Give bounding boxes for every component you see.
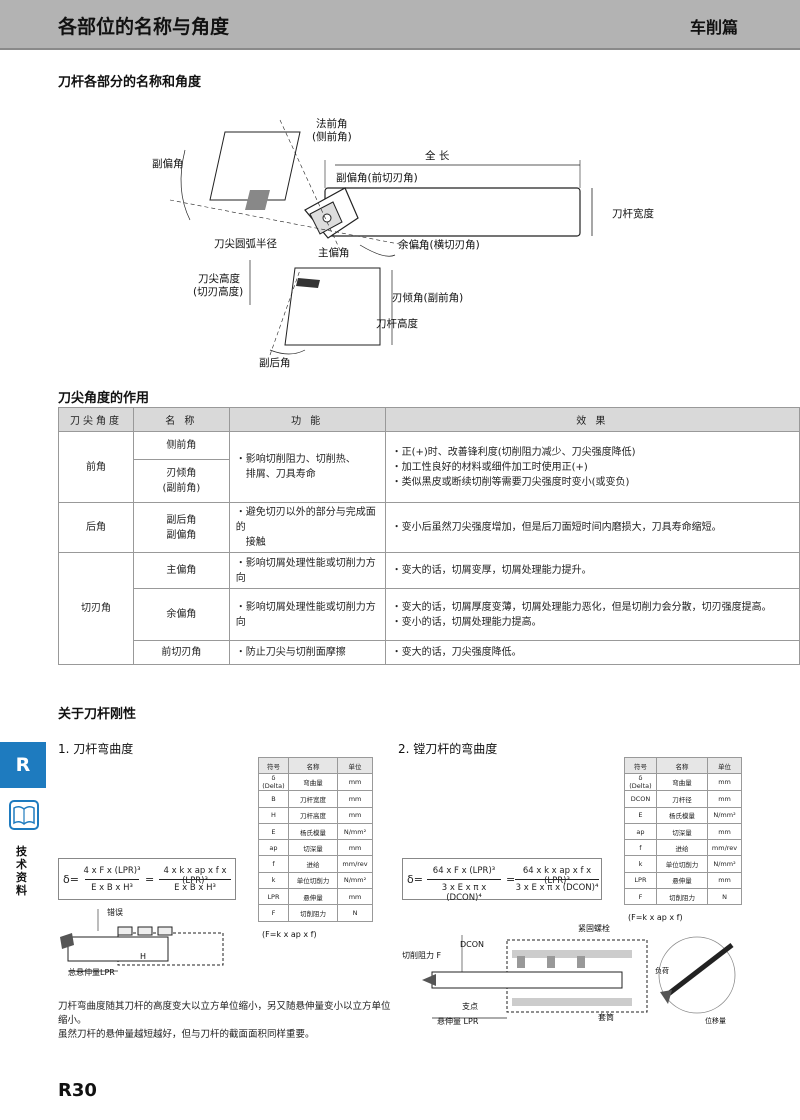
label-misalign: 错误 <box>107 908 123 917</box>
table-cell: 余偏角 <box>132 588 230 641</box>
angle-effect-table: 刀尖角度 名 称 功 能 效 果 前角 侧前角 ・影响切削阻力、切削热、排屑、刀… <box>58 407 800 665</box>
table-header: 刀尖角度 <box>58 407 134 432</box>
label-normal-rake-sub: (侧前角) <box>312 131 352 143</box>
book-icon <box>9 800 39 830</box>
table-cell: ・正(+)时、改善锋利度(切削阻力减少、刀尖强度降低) ・加工性良好的材料或细件… <box>384 431 800 503</box>
label-tip-height: 刀尖高度 <box>198 273 240 285</box>
label-minor-angle-front: 副偏角(前切刃角) <box>336 172 418 184</box>
side-tab-r[interactable]: R <box>0 742 46 788</box>
table-cell: 前切刃角 <box>132 640 230 665</box>
formula-box-2: δ= 64 x F x (LPR)³ 3 x E x π x (DCON)⁴ =… <box>402 858 602 903</box>
label-approach-angle: 余偏角(横切刃角) <box>398 239 480 251</box>
label-normal-rake: 法前角 <box>316 118 348 130</box>
label-shank-height: 刀杆高度 <box>376 318 418 330</box>
table-header: 效 果 <box>384 407 800 432</box>
part1-title: 1. 刀杆弯曲度 <box>58 742 134 756</box>
category-label: 车削篇 <box>689 18 738 37</box>
table-cell: 主偏角 <box>132 552 230 589</box>
label-shank-width: 刀杆宽度 <box>612 208 654 220</box>
page-header: 各部位的名称与角度 车削篇 <box>0 0 800 50</box>
label-sleeve: 套筒 <box>598 1013 614 1022</box>
table-cell: ・变大的话，切屑厚度变薄，切屑处理能力恶化，但是切削力会分散，切刃强度提高。・变… <box>384 588 800 641</box>
label-minor-angle: 副偏角 <box>152 158 184 170</box>
table-cell: ・变大的话，切屑变厚，切屑处理能力提升。 <box>384 552 800 589</box>
table-cell: ・影响切屑处理性能或切削力方向 <box>228 552 386 589</box>
shank-bending-drawing <box>60 909 224 972</box>
table-cell: ・变大的话，刀尖强度降低。 <box>384 640 800 665</box>
label-inclination: 刃倾角(副前角) <box>392 292 464 304</box>
label-bolt: 紧固螺栓 <box>578 924 610 933</box>
formula-box-1: δ= 4 x F x (LPR)³ E x B x H³ = 4 x k x a… <box>58 858 236 900</box>
table-header: 名 称 <box>132 407 230 432</box>
label-fulcrum: 支点 <box>462 1002 478 1011</box>
table-header: 功 能 <box>228 407 386 432</box>
label-tip-height-sub: (切刃高度) <box>193 286 244 298</box>
table-cell: ・避免切刃以外的部分与完成面的接触 <box>228 502 386 553</box>
side-label: 技术资料 <box>16 845 27 897</box>
label-full-length: 全 长 <box>425 150 450 162</box>
label-load: 负荷 <box>655 967 669 975</box>
force-note-1: (F=k x ap x f) <box>262 930 317 939</box>
table-cell: 切刃角 <box>58 552 134 665</box>
note-1: 刀杆弯曲度随其刀杆的高度变大以立方单位缩小，另又随悬伸量变小以立方单位缩小。 虽… <box>58 1001 391 1040</box>
label-dcon: DCON <box>460 940 485 949</box>
table-cell: ・影响切削阻力、切削热、排屑、刀具寿命 <box>228 431 386 503</box>
label-lpr: 悬伸量 LPR <box>437 1017 479 1026</box>
label-nose-radius: 刀尖圆弧半径 <box>214 238 277 250</box>
table-cell: ・变小后虽然刀尖强度增加，但是后刀面短时间内磨损大，刀具寿命缩短。 <box>384 502 800 553</box>
tool-angle-diagram <box>169 119 593 356</box>
page-title: 各部位的名称与角度 <box>58 16 230 38</box>
boring-bar-drawing <box>422 935 736 1019</box>
label-main-angle: 主偏角 <box>318 247 350 259</box>
force-note-2: (F=k x ap x f) <box>628 913 683 922</box>
table-cell: 副后角副偏角 <box>132 502 230 553</box>
label-total-lpr: 总悬伸量LPR <box>68 968 115 977</box>
table-cell: 侧前角 <box>132 431 230 460</box>
section-title-rigidity: 关于刀杆刚性 <box>58 707 137 722</box>
label-h: H <box>140 952 147 961</box>
part2-title: 2. 镗刀杆的弯曲度 <box>398 742 498 756</box>
table-cell: ・防止刀尖与切削面摩擦 <box>228 640 386 665</box>
table-cell: 后角 <box>58 502 134 553</box>
label-displacement: 位移量 <box>705 1017 726 1025</box>
table-cell: ・影响切屑处理性能或切削力方向 <box>228 588 386 641</box>
table-cell: 刃倾角(副前角) <box>132 459 230 503</box>
label-minor-relief: 副后角 <box>259 357 291 369</box>
page-number: R30 <box>58 1080 97 1101</box>
table-cell: 前角 <box>58 431 134 503</box>
section-title-names: 刀杆各部分的名称和角度 <box>58 75 202 90</box>
label-cut-force: 切削阻力 F <box>402 951 442 960</box>
section-title-effects: 刀尖角度的作用 <box>58 391 150 406</box>
